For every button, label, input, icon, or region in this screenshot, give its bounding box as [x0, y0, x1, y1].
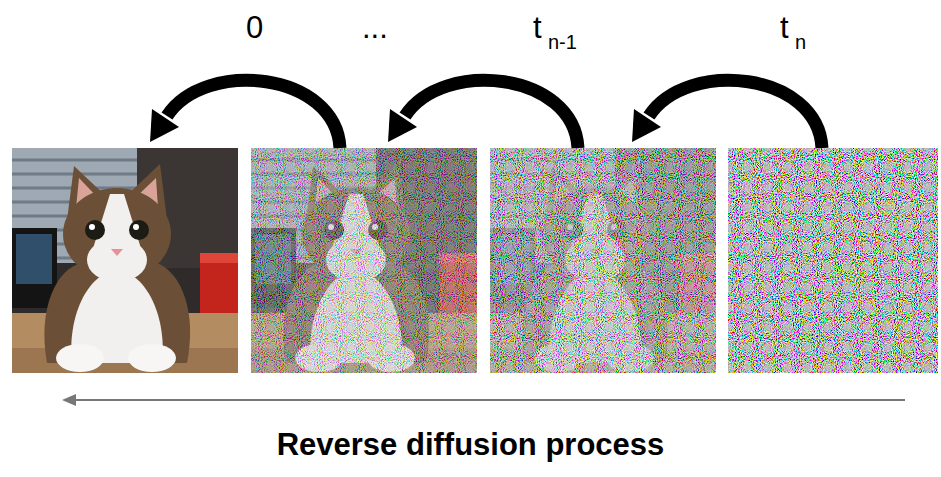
noisy-cat-image — [251, 148, 477, 373]
direction-arrowhead — [62, 394, 76, 406]
step-arrow — [388, 80, 578, 148]
step-subscript: n — [795, 32, 806, 52]
noisier-cat-image — [490, 148, 716, 373]
pure-noise-image — [728, 148, 938, 373]
step-label: t — [780, 12, 789, 43]
step-label: ... — [362, 12, 388, 43]
step-label: 0 — [246, 12, 263, 43]
caption: Reverse diffusion process — [0, 428, 941, 462]
step-arrow — [632, 80, 822, 148]
direction-line — [74, 399, 905, 401]
step-arrow — [150, 80, 340, 148]
step-subscript: n-1 — [548, 32, 577, 52]
step-label: t — [533, 12, 542, 43]
clean-cat-image — [12, 148, 238, 373]
